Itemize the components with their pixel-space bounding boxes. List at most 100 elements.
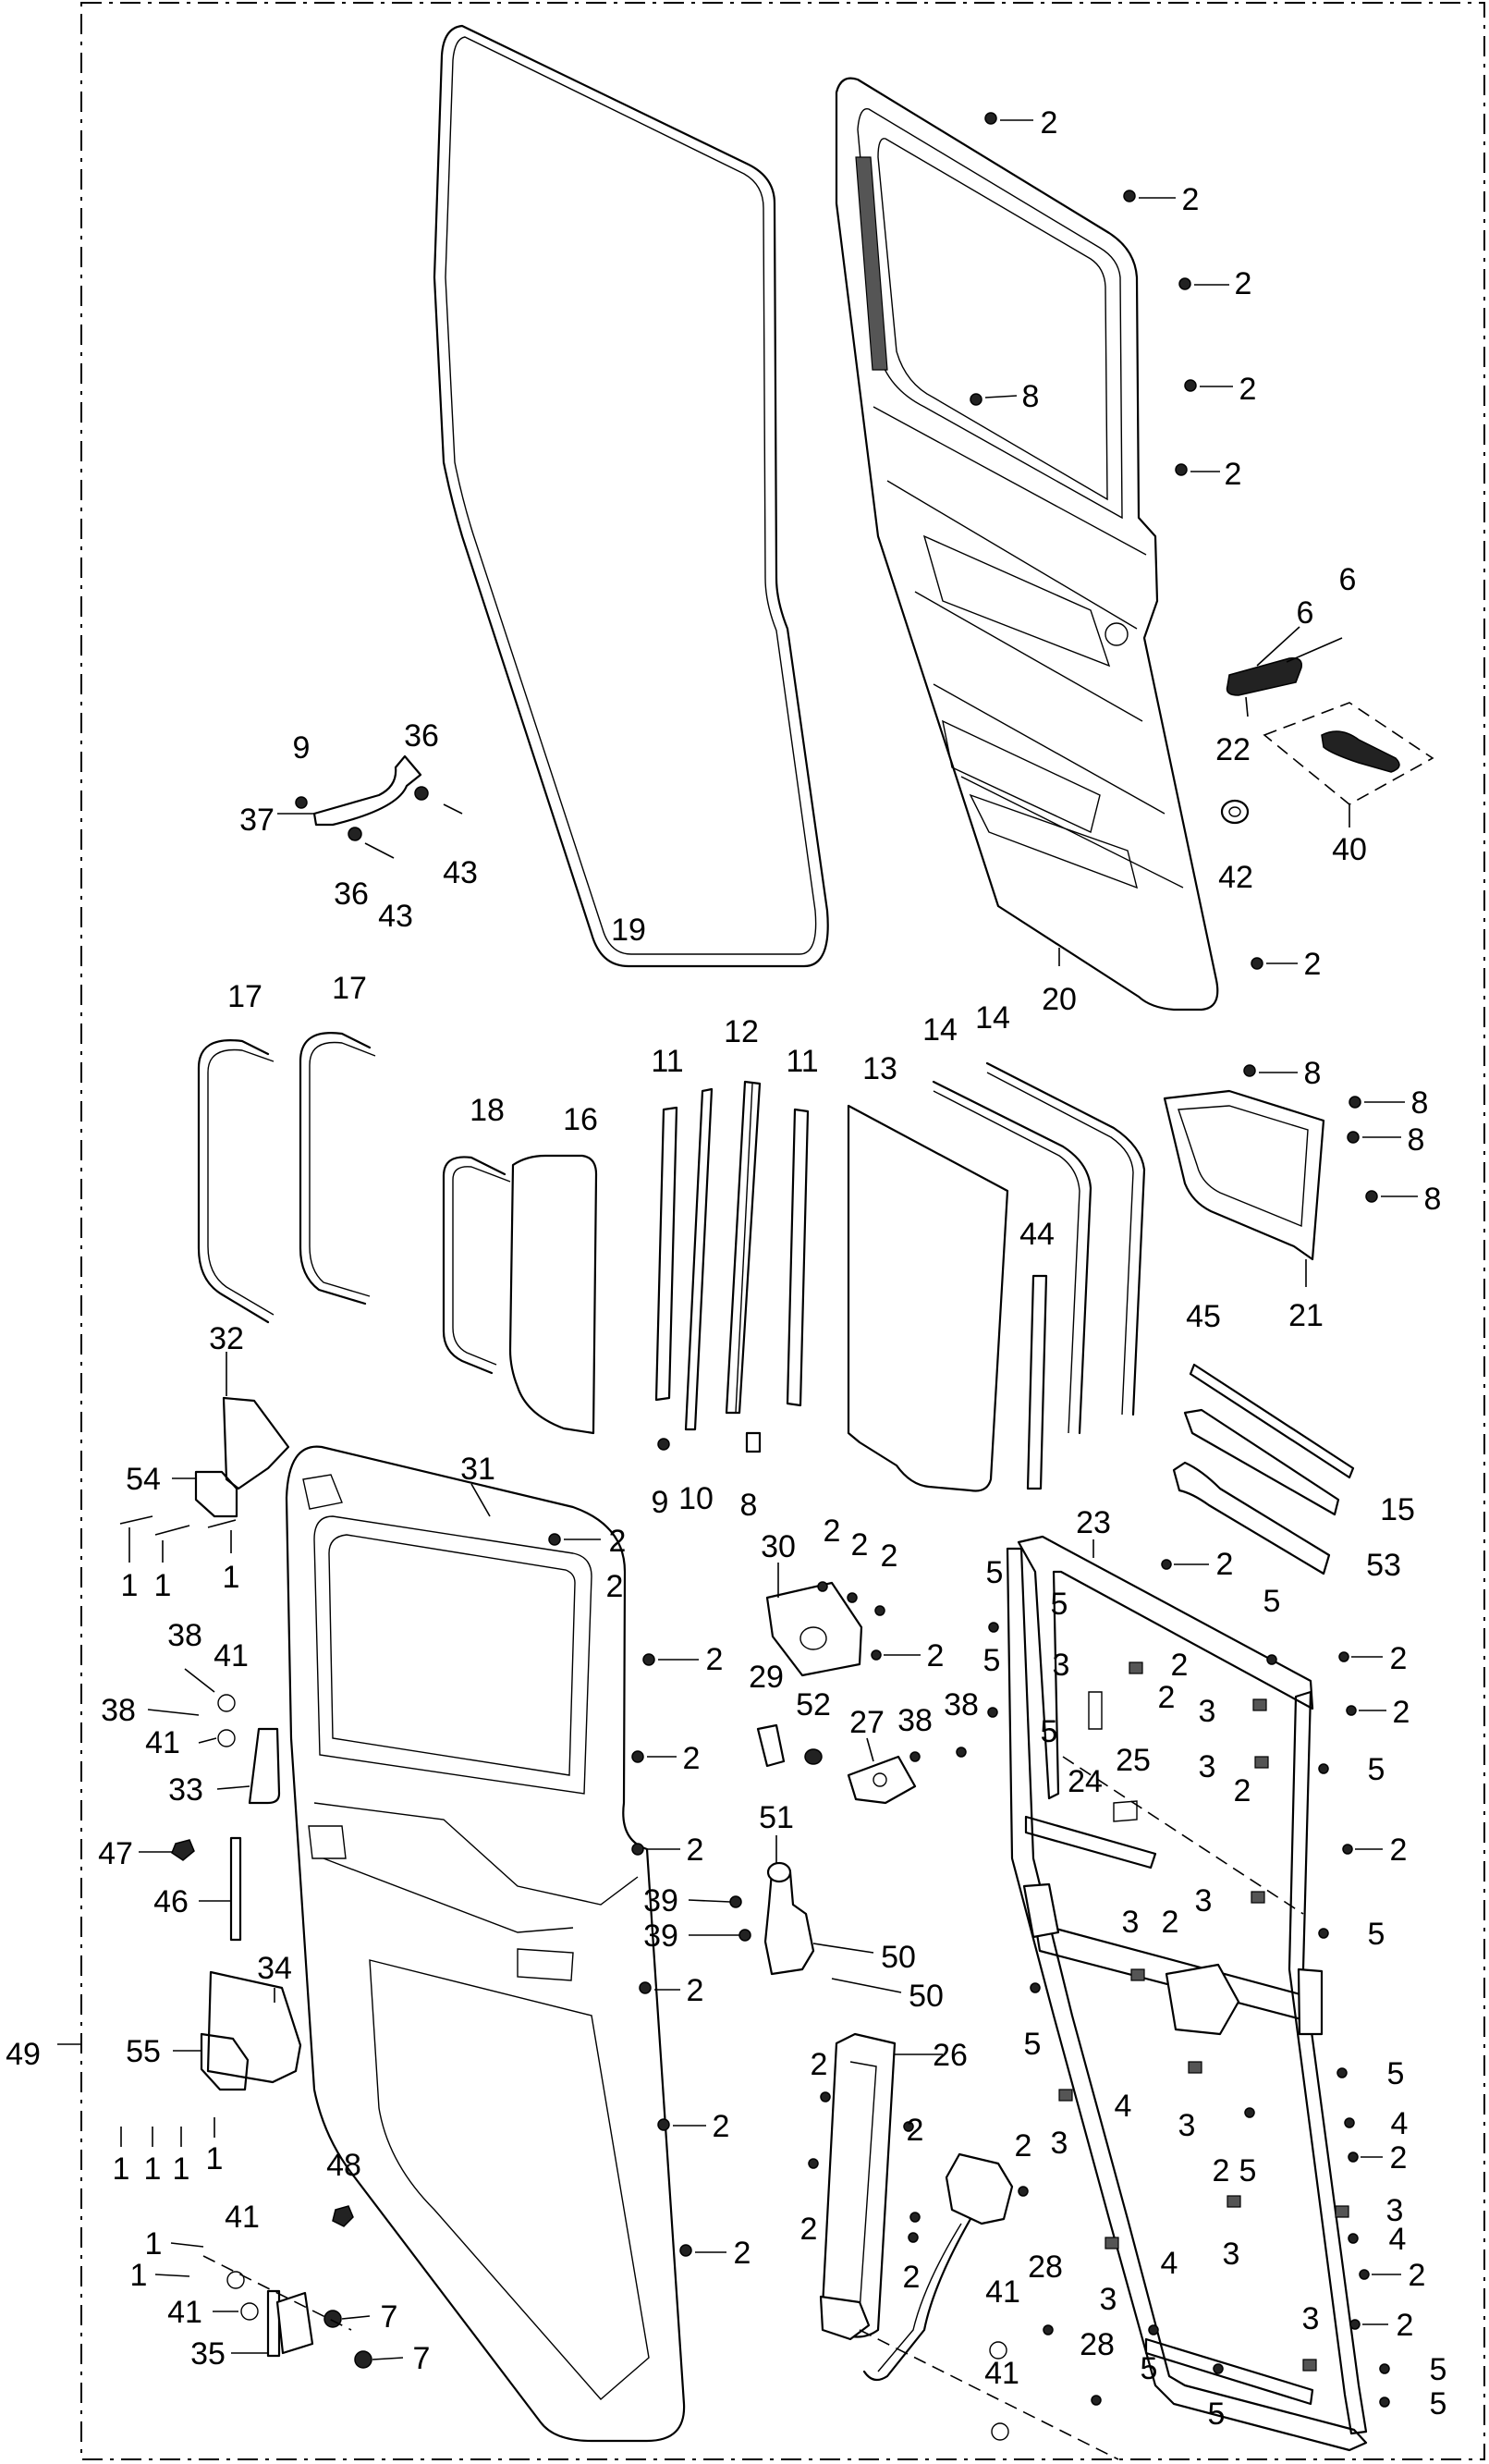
callout-2: 2: [606, 1569, 624, 1604]
callout-6: 6: [1339, 562, 1357, 597]
callout-3: 3: [1178, 2108, 1196, 2143]
part-30-latch: [765, 1563, 863, 1677]
callout-5: 5: [1239, 2153, 1257, 2188]
callout-2: 2: [1158, 1680, 1176, 1715]
callout-11: 11: [651, 1044, 683, 1079]
callout-5: 5: [1430, 2386, 1447, 2421]
callout-5: 5: [1387, 2056, 1405, 2091]
callout-54: 54: [126, 1462, 161, 1497]
callout-1: 1: [154, 1568, 172, 1603]
part-17-channel-right: [299, 1032, 376, 1306]
callout-19: 19: [611, 913, 646, 948]
callout-3: 3: [1386, 2193, 1404, 2228]
callout-10: 10: [678, 1481, 714, 1516]
callout-36: 36: [404, 718, 439, 754]
callout-13: 13: [862, 1051, 897, 1086]
callout-53: 53: [1366, 1548, 1401, 1583]
callout-5: 5: [1208, 2397, 1226, 2432]
callout-2: 2: [1182, 182, 1200, 217]
callout-2: 2: [824, 1514, 841, 1549]
callout-1: 1: [144, 2151, 162, 2187]
callout-55: 55: [126, 2034, 161, 2069]
part-11-run-channel-left: [654, 1106, 678, 1402]
callout-47: 47: [98, 1836, 133, 1871]
callout-46: 46: [153, 1884, 189, 1919]
callout-25: 25: [1116, 1743, 1151, 1778]
callout-41: 41: [145, 1725, 180, 1760]
part-45-strip: [1189, 1363, 1355, 1479]
callout-5: 5: [986, 1555, 1004, 1590]
callout-3: 3: [1100, 2282, 1117, 2317]
callout-17: 17: [227, 979, 262, 1014]
callout-2: 2: [687, 1973, 704, 2008]
callout-17: 17: [332, 971, 367, 1006]
callout-38: 38: [944, 1687, 979, 1722]
part-46-bolt: [199, 1836, 242, 1942]
callout-2: 2: [1015, 2128, 1032, 2164]
part-14-belt-outer: [932, 1080, 1092, 1435]
callout-2: 2: [683, 1741, 701, 1776]
part-51-latch: [688, 1835, 902, 1993]
callout-2: 2: [713, 2109, 730, 2144]
callout-32: 32: [209, 1321, 244, 1356]
callout-3: 3: [1122, 1905, 1140, 1940]
part-27-striker: [847, 1737, 917, 1805]
callout-2: 2: [1234, 1773, 1251, 1808]
part-48-nut: [332, 2205, 354, 2227]
callout-4: 4: [1115, 2089, 1132, 2124]
callout-5: 5: [1051, 1587, 1068, 1622]
part-35-pin: [154, 2242, 404, 2369]
callout-2: 2: [1390, 1833, 1408, 1868]
callout-28: 28: [1080, 2327, 1115, 2362]
callout-2: 2: [706, 1642, 724, 1677]
callout-41: 41: [225, 2200, 260, 2235]
part-55-plate: [120, 2032, 250, 2147]
callout-43: 43: [378, 899, 413, 934]
callout-34: 34: [257, 1951, 292, 1986]
callout-12: 12: [724, 1014, 759, 1049]
callout-30: 30: [761, 1529, 796, 1564]
callout-50: 50: [881, 1940, 916, 1975]
part-32-bracket: [222, 1352, 290, 1490]
callout-18: 18: [470, 1093, 505, 1128]
callout-8: 8: [1304, 1056, 1322, 1091]
callout-5: 5: [1041, 1714, 1058, 1749]
callout-8: 8: [1408, 1122, 1425, 1158]
callout-2: 2: [881, 1538, 898, 1574]
callout-5: 5: [983, 1643, 1001, 1678]
callout-2: 2: [907, 2113, 924, 2148]
callout-8: 8: [1411, 1085, 1429, 1121]
callout-41: 41: [167, 2295, 202, 2330]
callout-2: 2: [609, 1524, 627, 1559]
callout-2: 2: [1216, 1547, 1234, 1582]
fasteners: [548, 112, 1418, 2441]
callout-2: 2: [734, 2236, 751, 2271]
callout-39: 39: [643, 1883, 678, 1918]
callout-38: 38: [167, 1618, 202, 1653]
part-17-channel-left: [197, 1039, 275, 1324]
callout-4: 4: [1161, 2246, 1178, 2281]
callout-2: 2: [1235, 266, 1252, 301]
part-12-run-channel: [725, 1080, 762, 1415]
callout-8: 8: [1022, 379, 1040, 414]
part-16-glass: [508, 1154, 598, 1435]
callout-38: 38: [101, 1693, 136, 1728]
callout-1: 1: [223, 1560, 240, 1595]
part-26-regulator: [819, 2032, 1014, 2382]
part-53-strip: [1172, 1461, 1331, 1575]
callout-6: 6: [1297, 595, 1314, 631]
callout-43: 43: [443, 855, 478, 890]
callout-20: 20: [1042, 982, 1077, 1017]
callout-2: 2: [1162, 1905, 1179, 1940]
callout-5: 5: [1141, 2351, 1158, 2386]
callout-2: 2: [687, 1833, 704, 1868]
callout-40: 40: [1332, 832, 1367, 867]
callout-9: 9: [293, 730, 311, 766]
callout-1: 1: [121, 1568, 139, 1603]
callout-8: 8: [1424, 1182, 1442, 1217]
callout-8: 8: [740, 1488, 758, 1523]
callout-21: 21: [1288, 1298, 1324, 1333]
callout-37: 37: [239, 803, 275, 838]
callout-2: 2: [811, 2047, 828, 2082]
